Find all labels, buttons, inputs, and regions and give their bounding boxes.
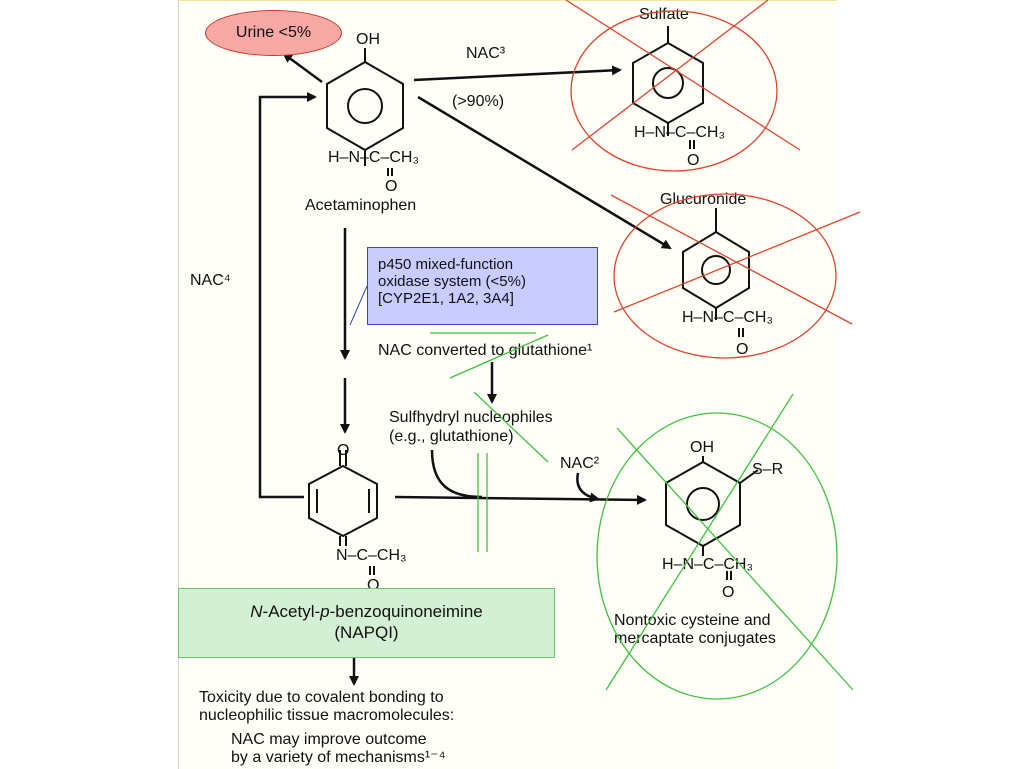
toxicity-line2: nucleophilic tissue macromolecules: [199,707,454,724]
sulfate-amide: H–N–C–CH₃ [634,124,725,141]
urine-label: Urine <5% [235,24,312,41]
acetaminophen-oh: OH [356,31,380,48]
sulfate-arrow [413,65,622,82]
glucuronide-carbonyl-o: O [736,341,748,358]
nac4-label: NAC⁴ [190,272,231,289]
toxicity-line1: Toxicity due to covalent bonding to [199,689,444,706]
sulfhydryl-line2: (e.g., glutathione) [389,428,514,445]
conjugate-oh: OH [690,439,714,456]
urine-arrow [282,52,323,84]
napqi-suffix: -benzoquinoneimine [329,602,483,621]
cyp450-box: p450 mixed-function oxidase system (<5%)… [367,247,598,325]
conjugate-carbonyl-o: O [722,584,734,601]
napqi-imine: N–C–CH₃ [336,547,407,564]
nac2-label: NAC² [560,455,600,472]
acetaminophen-amide: H–N–C–CH₃ [328,149,419,166]
napqi-abbrev: (NAPQI) [334,623,399,642]
nac2-curve-arrow [576,472,600,503]
cyp-box-leader [349,285,368,326]
sulfate-structure: Sulfate H–N–C–CH₃ O [632,6,725,169]
glutathione-strikeout [430,332,549,552]
glucuronide-arrow [417,95,672,250]
conjugate-label-line2: mercaptate conjugates [614,630,776,647]
napqi-ketone-o: O [337,442,349,459]
cyp-box-line1: p450 mixed-function [378,256,514,273]
nac-glutathione-label: NAC converted to glutathione¹ [378,342,592,359]
napqi-full-name: N-Acetyl-p-benzoquinoneimine [179,601,554,622]
acetaminophen-carbonyl-o: O [385,178,397,195]
cyp-box-line2: oxidase system (<5%) [378,273,526,290]
napqi-mid: -Acetyl- [262,602,321,621]
toxicity-line3: NAC may improve outcome [231,731,427,748]
glucuronide-structure: Glucuronide H–N–C–CH₃ O [660,191,773,358]
toxicity-line4: by a variety of mechanisms¹⁻⁴ [231,749,446,766]
napqi-to-conjugate-arrow [394,494,647,505]
conjugate-label-line1: Nontoxic cysteine and [614,612,771,629]
benzene-ring [326,48,404,176]
conjugate-strikeout [596,393,854,700]
sulfate-label: Sulfate [639,6,689,23]
urine-oval: Urine <5% [205,10,342,56]
sulfhydryl-curve [430,449,483,499]
sulfate-carbonyl-o: O [687,152,699,169]
cyp-box-line3: [CYP2E1, 1A2, 3A4] [378,290,514,307]
glucuronide-amide: H–N–C–CH₃ [682,309,773,326]
sulfate-arrow-pct: (>90%) [452,93,504,110]
napqi-box: N-Acetyl-p-benzoquinoneimine (NAPQI) [178,588,555,658]
acetaminophen-structure: OH H–N–C–CH₃ O Acetaminophen [305,31,419,214]
sulfhydryl-line1: Sulfhydryl nucleophiles [389,409,553,426]
napqi-n-prefix: N [250,602,263,621]
napqi-p: p [320,602,330,621]
conjugate-sr: S–R [752,461,783,478]
sulfate-arrow-label: NAC³ [466,45,506,62]
conjugate-amide: H–N–C–CH₃ [662,556,753,573]
glucuronide-strikeout [610,193,861,359]
acetaminophen-name: Acetaminophen [305,197,416,214]
napqi-structure: O N–C–CH₃ O [308,442,407,594]
sulfate-strikeout [565,0,801,172]
nac4-loop-arrow [258,92,317,499]
glucuronide-label: Glucuronide [660,191,746,208]
